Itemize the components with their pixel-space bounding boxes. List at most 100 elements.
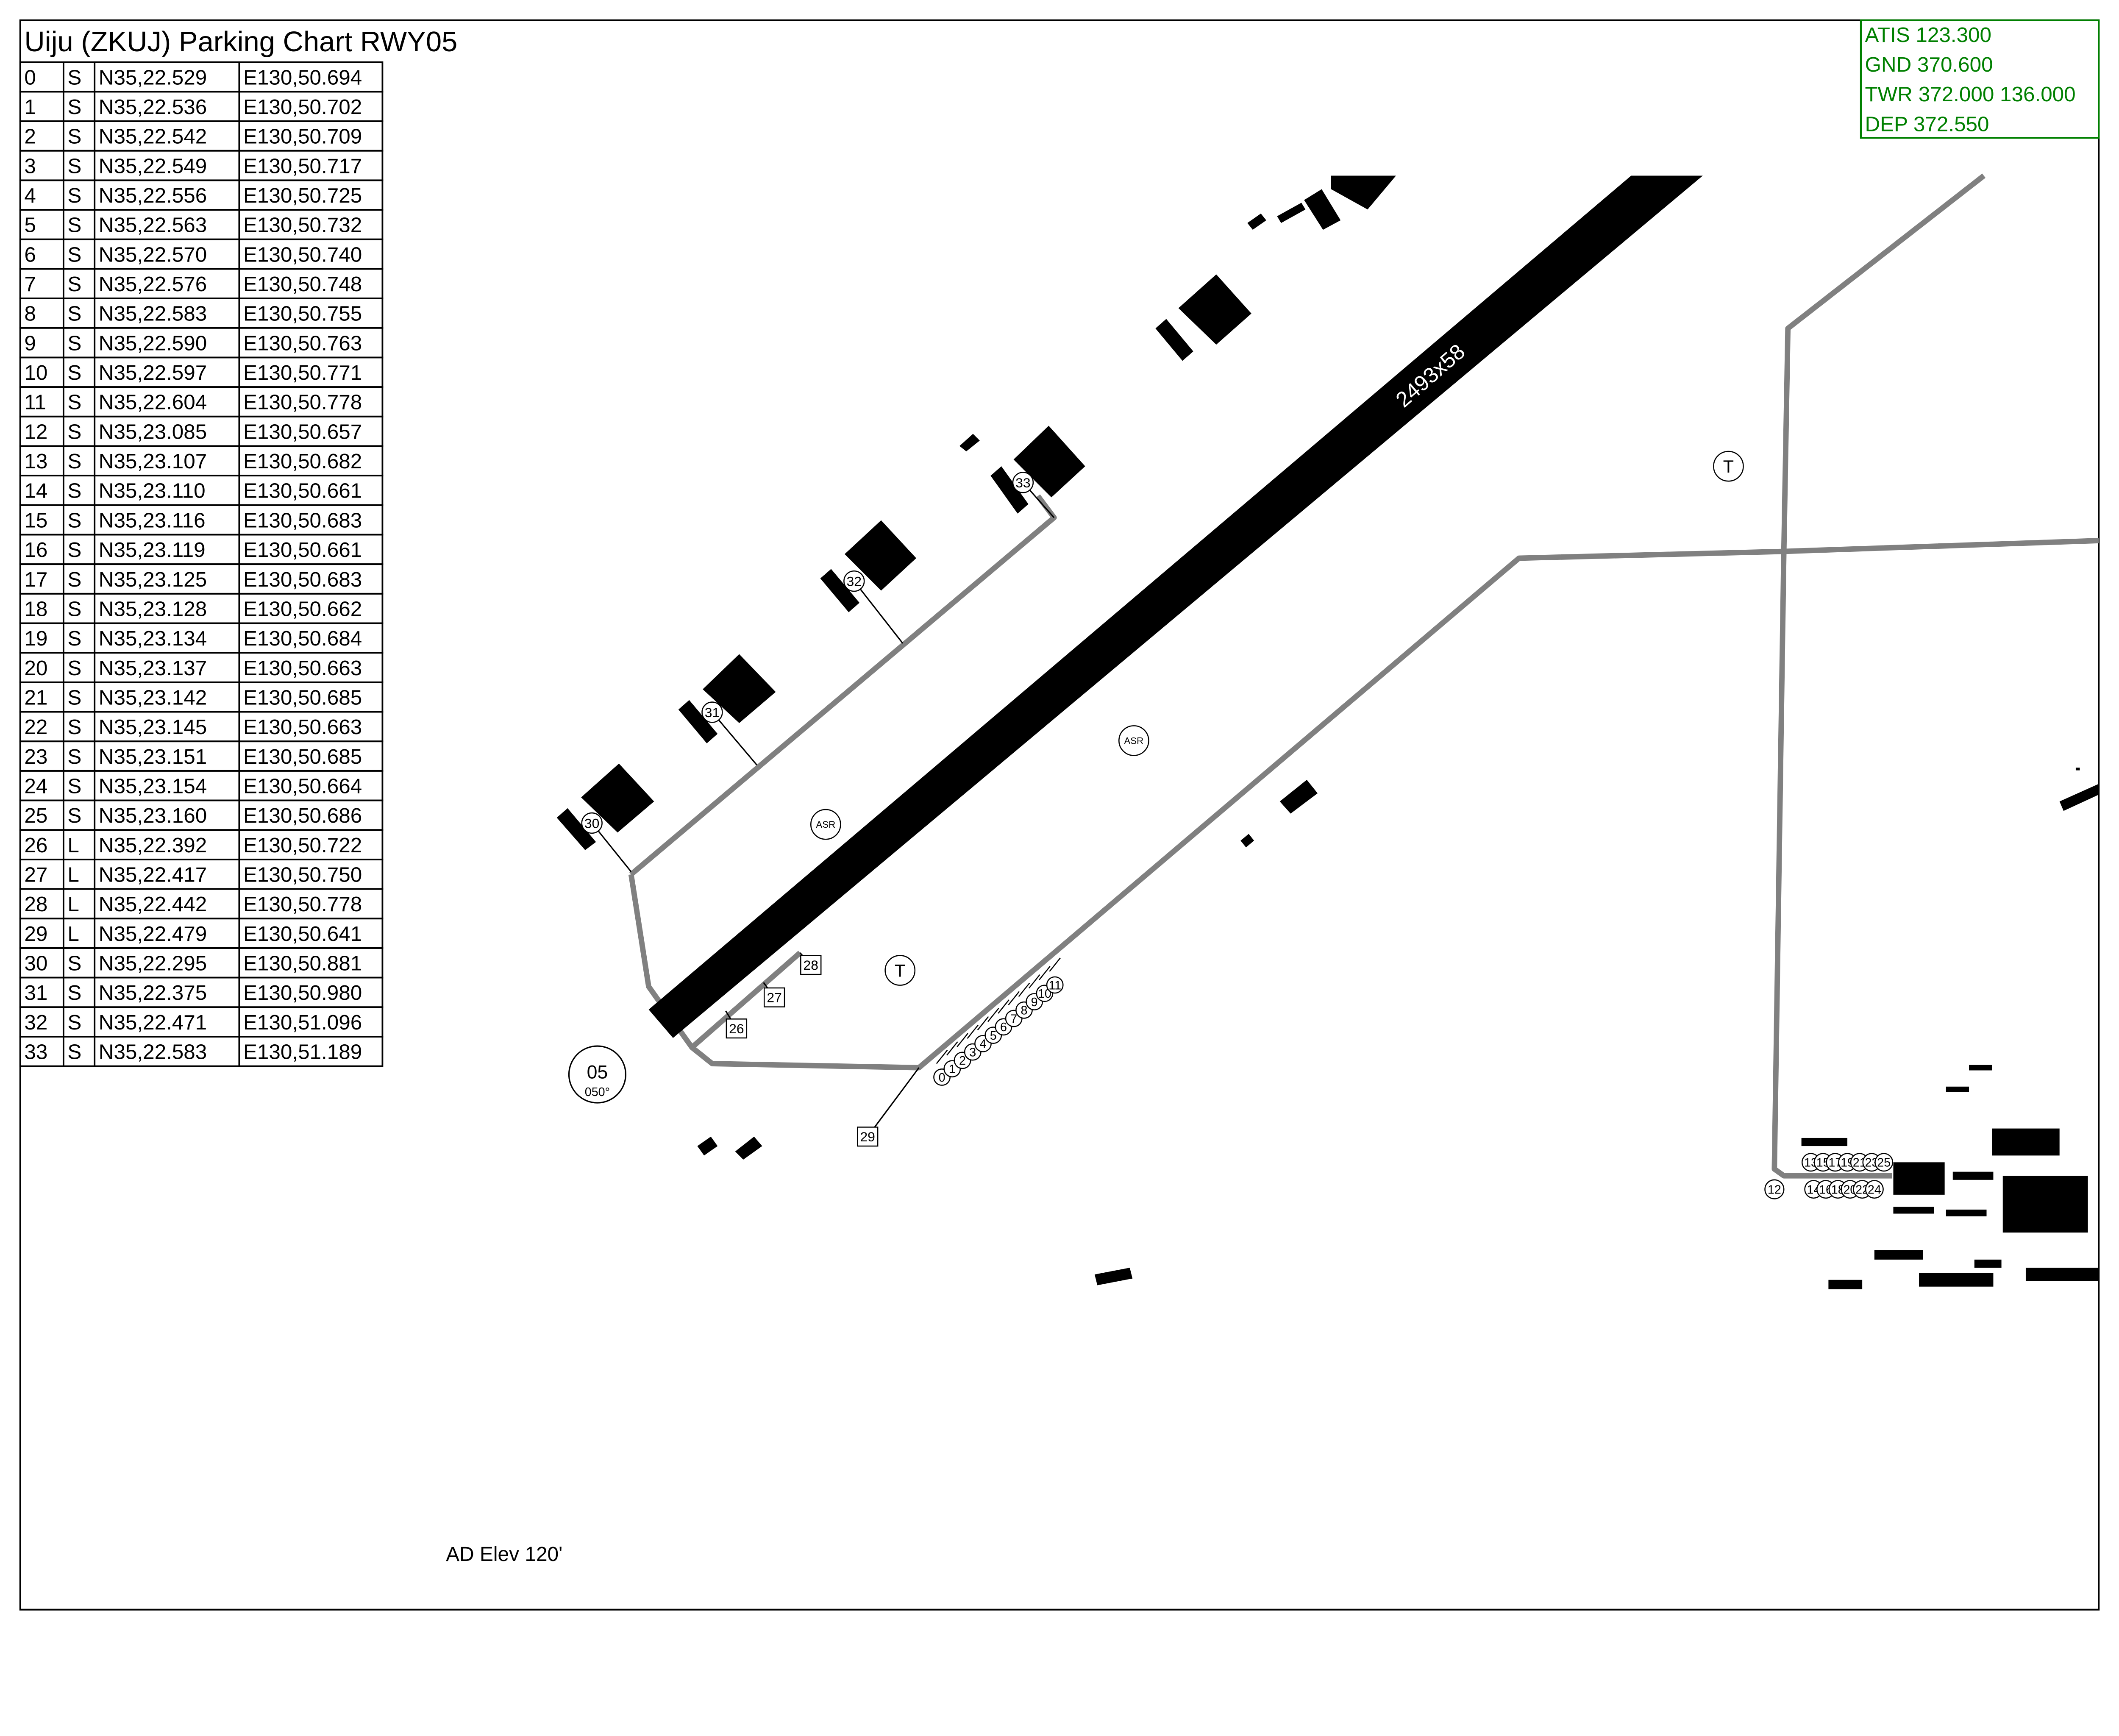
cell-stand-number: 23	[24, 745, 47, 768]
cell-longitude: E130,50.763	[243, 331, 362, 355]
cell-longitude: E130,50.748	[243, 273, 362, 296]
cell-latitude: N35,22.417	[99, 863, 207, 887]
cell-stand-number: 30	[24, 952, 47, 975]
cell-stand-number: 28	[24, 893, 47, 916]
building	[844, 520, 916, 591]
stand-marker	[1028, 974, 1040, 989]
parking-stand[interactable]: 29	[856, 1127, 879, 1147]
parking-stand[interactable]: 9	[1026, 993, 1043, 1010]
tower-marker[interactable]: T	[884, 955, 916, 986]
parking-stand-label: 0	[939, 1071, 945, 1085]
parking-stand[interactable]: 30	[581, 812, 603, 834]
cell-longitude: E130,50.980	[243, 981, 362, 1004]
parking-stand-label: 26	[729, 1021, 744, 1036]
stand-marker	[977, 1016, 989, 1031]
parking-stand[interactable]: 11	[1046, 976, 1064, 994]
asr-marker[interactable]: ASR	[1118, 725, 1149, 756]
parking-stand[interactable]: 26	[726, 1018, 748, 1039]
cell-stand-type: S	[67, 952, 81, 975]
cell-stand-number: 11	[24, 391, 46, 414]
cell-longitude: E130,50.685	[243, 745, 362, 768]
parking-stand-label: 2	[959, 1054, 966, 1068]
building	[1155, 319, 1193, 361]
cell-latitude: N35,22.549	[99, 154, 207, 178]
parking-stand[interactable]: 27	[763, 987, 785, 1007]
cell-latitude: N35,23.116	[99, 509, 206, 532]
cell-latitude: N35,23.154	[99, 774, 207, 798]
cell-stand-type: L	[67, 922, 79, 946]
parking-stand[interactable]: 25	[1874, 1153, 1894, 1172]
stand-marker	[946, 1041, 958, 1056]
building	[2002, 1176, 2088, 1233]
parking-stand[interactable]: 32	[843, 570, 865, 592]
cell-longitude: E130,50.717	[243, 154, 362, 178]
cell-stand-number: 18	[24, 597, 47, 620]
stand-marker	[936, 1049, 948, 1064]
parking-stand[interactable]: 33	[1012, 472, 1034, 493]
building	[1178, 274, 1251, 345]
building	[2025, 1268, 2099, 1281]
cell-stand-type: S	[67, 154, 81, 178]
cell-stand-number: 5	[24, 214, 36, 237]
parking-stand[interactable]: 2	[954, 1052, 971, 1069]
cell-longitude: E130,50.683	[243, 568, 362, 591]
cell-longitude: E130,50.778	[243, 391, 362, 414]
parking-stand[interactable]: 28	[800, 955, 822, 975]
cell-latitude: N35,23.151	[99, 745, 207, 768]
parking-stand[interactable]: 31	[701, 701, 723, 723]
parking-stand-label: 7	[1010, 1012, 1017, 1026]
cell-stand-type: S	[67, 774, 81, 798]
cell-latitude: N35,23.107	[99, 450, 207, 473]
cell-latitude: N35,23.134	[99, 627, 207, 650]
stand-marker	[987, 1008, 999, 1022]
cell-latitude: N35,22.590	[99, 331, 207, 355]
tower-marker[interactable]: T	[1713, 451, 1744, 482]
parking-stand[interactable]: 6	[995, 1018, 1012, 1036]
asr-marker[interactable]: ASR	[810, 809, 841, 840]
stand-marker	[998, 999, 1009, 1014]
cell-stand-type: S	[67, 479, 81, 503]
cell-stand-number: 21	[24, 686, 47, 709]
cell-longitude: E130,50.771	[243, 361, 362, 384]
stand-marker	[1008, 991, 1020, 1005]
parking-stand-label: 1	[949, 1063, 956, 1076]
building	[990, 466, 1029, 514]
cell-longitude: E130,51.189	[243, 1040, 362, 1064]
cell-longitude: E130,50.778	[243, 893, 362, 916]
building	[1013, 426, 1085, 498]
parking-stand[interactable]: 24	[1865, 1180, 1884, 1199]
building	[1893, 1207, 1934, 1214]
parking-stand[interactable]: 12	[1764, 1179, 1785, 1199]
cell-stand-type: L	[67, 893, 79, 916]
tower-marker-label: T	[895, 960, 905, 980]
building	[581, 763, 654, 833]
building	[1279, 779, 1318, 814]
building	[697, 1136, 718, 1156]
cell-stand-number: 2	[24, 125, 36, 148]
buildings	[556, 175, 2099, 1290]
cell-stand-type: S	[67, 715, 81, 739]
cell-stand-type: S	[67, 1011, 81, 1034]
building	[1893, 1162, 1945, 1195]
runway-designator: 05	[587, 1062, 608, 1083]
cell-latitude: N35,22.442	[99, 893, 207, 916]
cell-stand-type: S	[67, 273, 81, 296]
taxiway-north	[629, 494, 1057, 877]
